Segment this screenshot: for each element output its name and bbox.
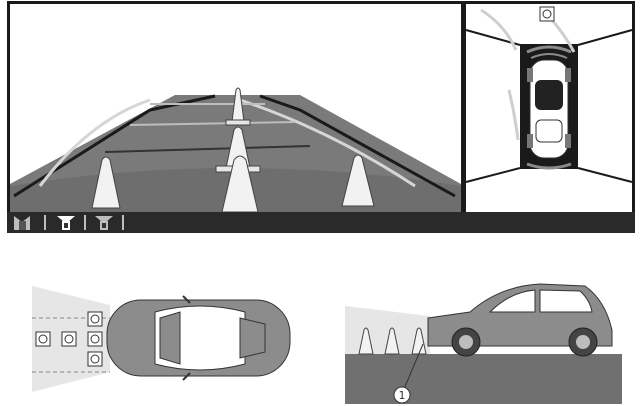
traffic-cone-right (341, 154, 375, 207)
vehicle-side (427, 283, 613, 357)
cone-marker (87, 311, 103, 327)
top-view-mode-icon[interactable] (95, 216, 113, 230)
front-view-mode-icon[interactable] (14, 216, 30, 230)
cone-marker (87, 351, 103, 367)
lane-edge-left (13, 94, 216, 198)
traffic-cone-far (225, 87, 251, 126)
guide-line-left (38, 98, 151, 187)
front-camera-view (10, 4, 461, 213)
traffic-cone-top-marker (539, 6, 555, 22)
cone-marker (87, 331, 103, 347)
ground (345, 354, 622, 404)
cone-marker (61, 331, 77, 347)
vehicle-top-icon (527, 59, 571, 159)
callout-marker: 1 (393, 386, 411, 404)
top-view (465, 4, 633, 212)
traffic-cone-bottom (221, 155, 259, 213)
side-detection-diagram: 1 (345, 283, 622, 404)
top-down-detection-diagram (32, 286, 291, 392)
wide-view-mode-icon[interactable] (57, 216, 75, 230)
traffic-cone-left (91, 156, 121, 209)
vehicle-top-down (106, 295, 291, 381)
cone-side (411, 327, 427, 355)
lane-edge-right (259, 94, 456, 198)
cone-side (384, 327, 400, 355)
callout-number: 1 (399, 389, 406, 402)
cone-marker (35, 331, 51, 347)
guide-line-right (239, 98, 416, 188)
distance-line-mid (129, 121, 296, 126)
cone-side (358, 327, 374, 355)
distance-line-near (104, 145, 311, 153)
mode-icon-bar (7, 212, 635, 233)
